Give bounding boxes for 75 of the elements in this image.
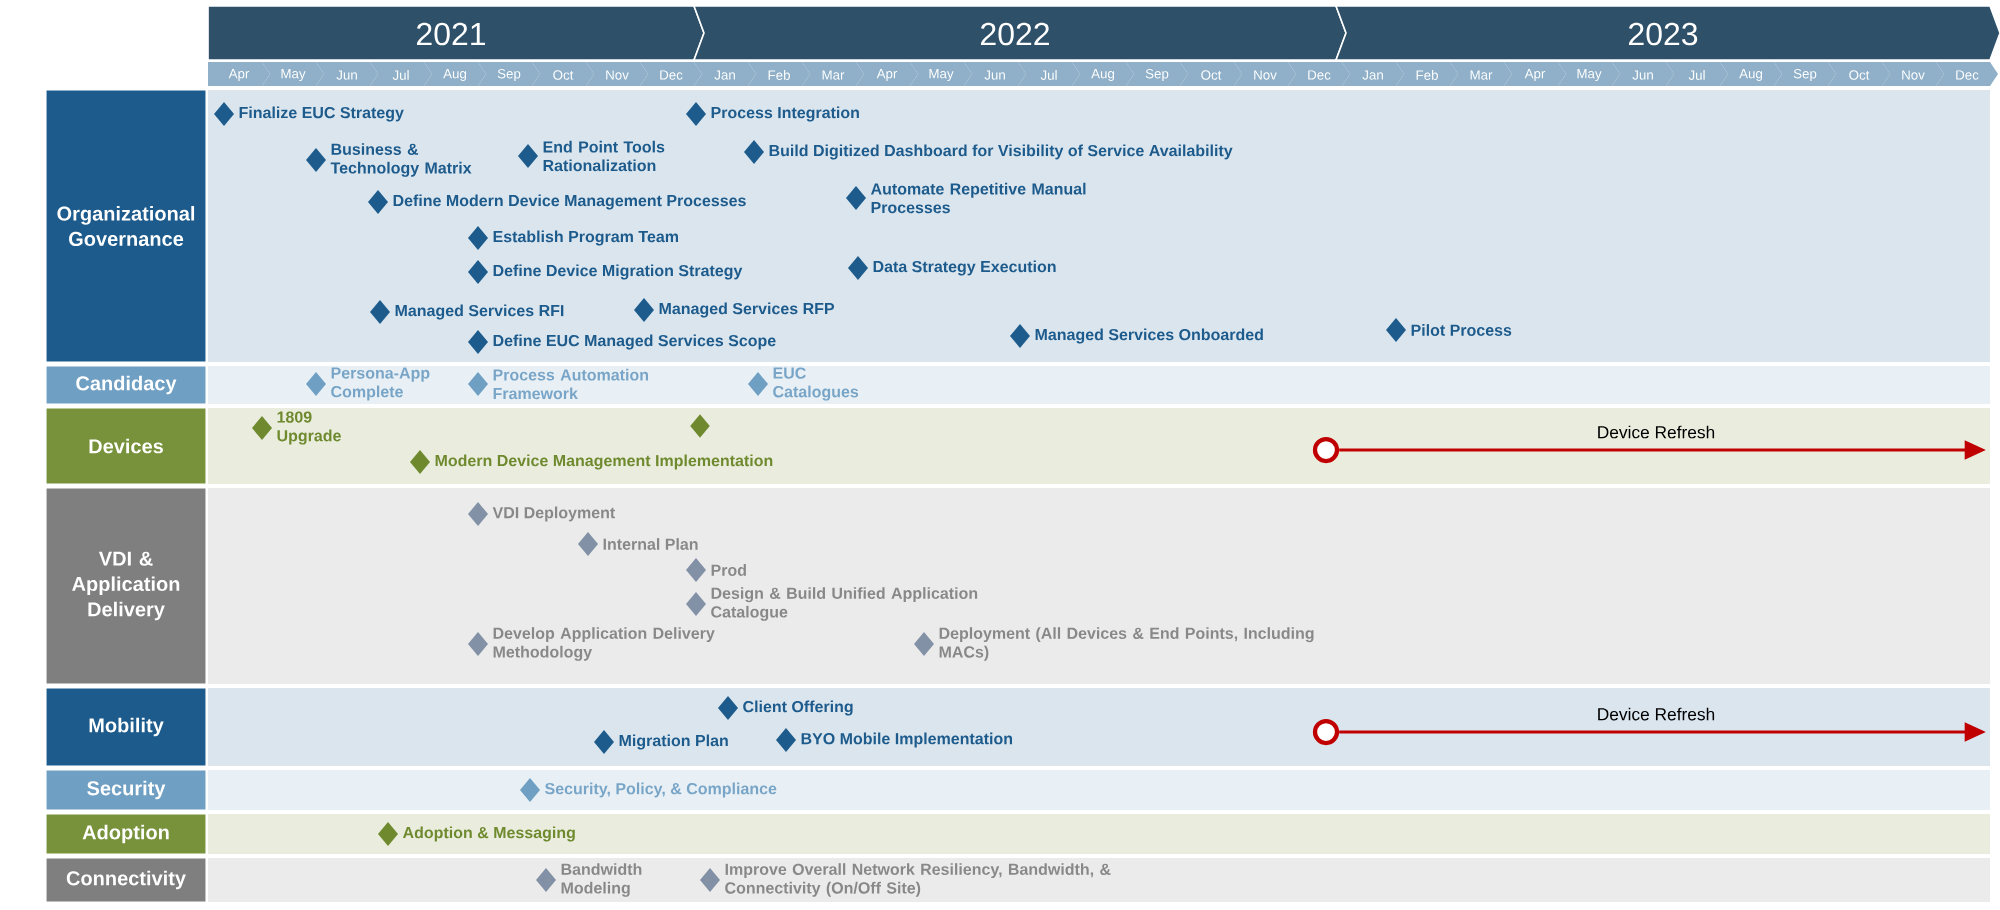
milestone: Process Automation Framework bbox=[468, 368, 648, 400]
start-circle bbox=[1312, 436, 1340, 464]
node-label: Client Offering bbox=[743, 700, 853, 716]
milestone: Establish Program Team bbox=[468, 226, 678, 250]
node-label: Define EUC Managed Services Scope bbox=[493, 334, 776, 350]
node-label: VDI Deployment bbox=[492, 506, 616, 522]
node-label: Define Modern Device Management Processes bbox=[393, 194, 746, 210]
milestone: BYO Mobile Implementation bbox=[776, 728, 1012, 752]
milestone: Improve Overall Network Resiliency, Bandwidth, & Connectivity (On/Off Site) bbox=[700, 863, 1111, 897]
node-label: Managed Services RFI bbox=[395, 304, 564, 320]
milestone: Business & Technology Matrix bbox=[306, 143, 472, 177]
node-label: BYO Mobile Implementation bbox=[801, 732, 1013, 748]
milestone: Prod bbox=[686, 558, 746, 582]
milestone: End Point Tools Rationalization bbox=[518, 140, 665, 172]
milestone: Automate Repetitive Manual Processes bbox=[846, 182, 1086, 214]
milestone: Persona-App Complete bbox=[306, 367, 430, 401]
node-label: Organizational Governance bbox=[57, 206, 195, 247]
milestone: Pilot Process bbox=[1386, 318, 1512, 342]
node-label: Pilot Process bbox=[1411, 324, 1512, 336]
milestone: Data Strategy Execution bbox=[848, 256, 1056, 280]
milestone: Managed Services Onboarded bbox=[1010, 324, 1263, 348]
edge-label: Device Refresh bbox=[1598, 425, 1715, 439]
node-label: VDI & Application Delivery bbox=[72, 551, 180, 621]
year-banner: 2023 bbox=[1334, 5, 2000, 61]
node-label: End Point Tools Rationalization bbox=[543, 140, 665, 172]
milestone: Adoption & Messaging bbox=[378, 822, 575, 846]
milestone: Security, Policy, & Compliance bbox=[520, 778, 777, 802]
node-label: Devices bbox=[89, 438, 163, 454]
milestone: Process Integration bbox=[686, 102, 859, 126]
milestone: Design & Build Unified Application Catalogue bbox=[686, 587, 978, 621]
node-label: Candidacy bbox=[76, 375, 177, 395]
milestone: Finalize EUC Strategy bbox=[214, 102, 404, 126]
milestone: Define Device Migration Strategy bbox=[468, 260, 743, 284]
node-label: EUC Catalogues bbox=[773, 367, 859, 401]
milestone: Managed Services RFP bbox=[634, 298, 835, 322]
start-circle bbox=[1312, 718, 1340, 746]
milestone: Deployment (All Devices & End Points, Including MACs) bbox=[914, 627, 1314, 661]
node-label: Security bbox=[87, 780, 166, 800]
edge-label: Device Refresh bbox=[1598, 707, 1715, 721]
node-label: Adoption & Messaging bbox=[402, 826, 575, 842]
node-label: Mobility bbox=[89, 717, 164, 737]
milestone: Migration Plan bbox=[594, 730, 728, 754]
node-label: Bandwidth Modeling bbox=[561, 863, 642, 897]
node-label: Internal Plan bbox=[603, 538, 698, 550]
milestone: Bandwidth Modeling bbox=[536, 863, 642, 897]
node-label: Adoption bbox=[82, 824, 169, 844]
milestone: Managed Services RFI bbox=[370, 300, 564, 324]
node-label: Migration Plan bbox=[619, 734, 728, 750]
node-label: Security, Policy, & Compliance bbox=[545, 782, 777, 798]
node-label: Build Digitized Dashboard for Visibility of Service Availability bbox=[769, 144, 1233, 160]
milestone: Define Modern Device Management Processes bbox=[368, 190, 746, 214]
milestone-diamond bbox=[690, 414, 710, 438]
node-label: Managed Services RFP bbox=[659, 302, 835, 318]
node-label: Define Device Migration Strategy bbox=[493, 264, 743, 280]
year-banner: 2022 bbox=[692, 5, 1347, 61]
milestone: Client Offering bbox=[718, 696, 853, 720]
node-label: Managed Services Onboarded bbox=[1035, 328, 1263, 344]
milestone: 1809 Upgrade bbox=[252, 411, 341, 445]
node-label: Finalize EUC Strategy bbox=[239, 106, 404, 122]
node-label: Connectivity bbox=[66, 870, 186, 890]
node-label: Persona-App Complete bbox=[331, 367, 430, 401]
milestone: EUC Catalogues bbox=[748, 367, 859, 401]
node-label: Data Strategy Execution bbox=[873, 260, 1056, 276]
milestone: Develop Application Delivery Methodology bbox=[468, 627, 715, 661]
milestone: Define EUC Managed Services Scope bbox=[468, 330, 776, 354]
milestone: Build Digitized Dashboard for Visibility of Service Availability bbox=[744, 140, 1233, 164]
node-label: Prod bbox=[711, 564, 746, 576]
node-label: Process Integration bbox=[711, 106, 859, 122]
node-label: Modern Device Management Implementation bbox=[435, 454, 773, 470]
milestone: VDI Deployment bbox=[468, 502, 616, 526]
milestone: Internal Plan bbox=[578, 532, 698, 556]
milestone: Modern Device Management Implementation bbox=[410, 450, 773, 474]
year-banner: 2021 bbox=[207, 5, 705, 61]
node-label: Establish Program Team bbox=[493, 230, 679, 246]
node-label: 1809 Upgrade bbox=[277, 411, 341, 445]
